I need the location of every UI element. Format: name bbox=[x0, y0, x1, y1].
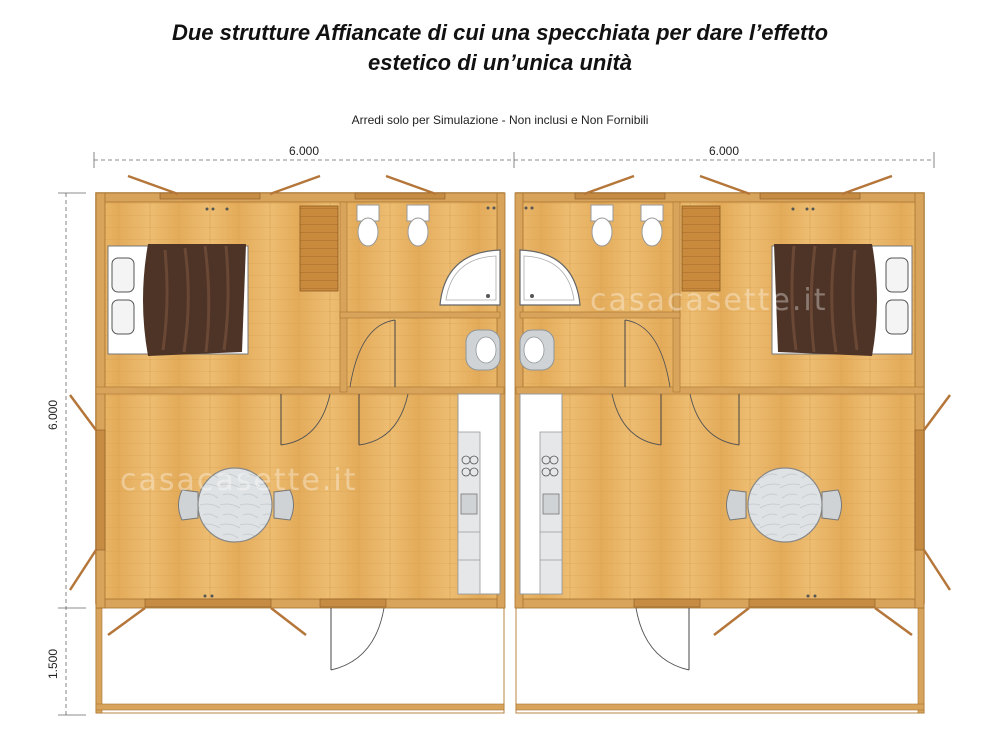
title-line-2: estetico di un’unica unità bbox=[367, 50, 633, 75]
watermark-right: casacasette.it bbox=[590, 283, 827, 318]
dimension-width-left: 6.000 bbox=[289, 144, 319, 158]
title-line-1: Due strutture Affiancate di cui una spec… bbox=[171, 20, 829, 45]
unit-left bbox=[68, 174, 507, 715]
unit-right-mirrored bbox=[513, 174, 952, 715]
dimension-width-right: 6.000 bbox=[709, 144, 739, 158]
dimension-depth-porch: 1.500 bbox=[46, 649, 60, 679]
furniture-disclaimer: Arredi solo per Simulazione - Non inclus… bbox=[351, 113, 649, 127]
watermark-left: casacasette.it bbox=[120, 463, 357, 498]
dimension-lines bbox=[58, 152, 935, 716]
dimension-depth-main: 6.000 bbox=[46, 400, 60, 430]
